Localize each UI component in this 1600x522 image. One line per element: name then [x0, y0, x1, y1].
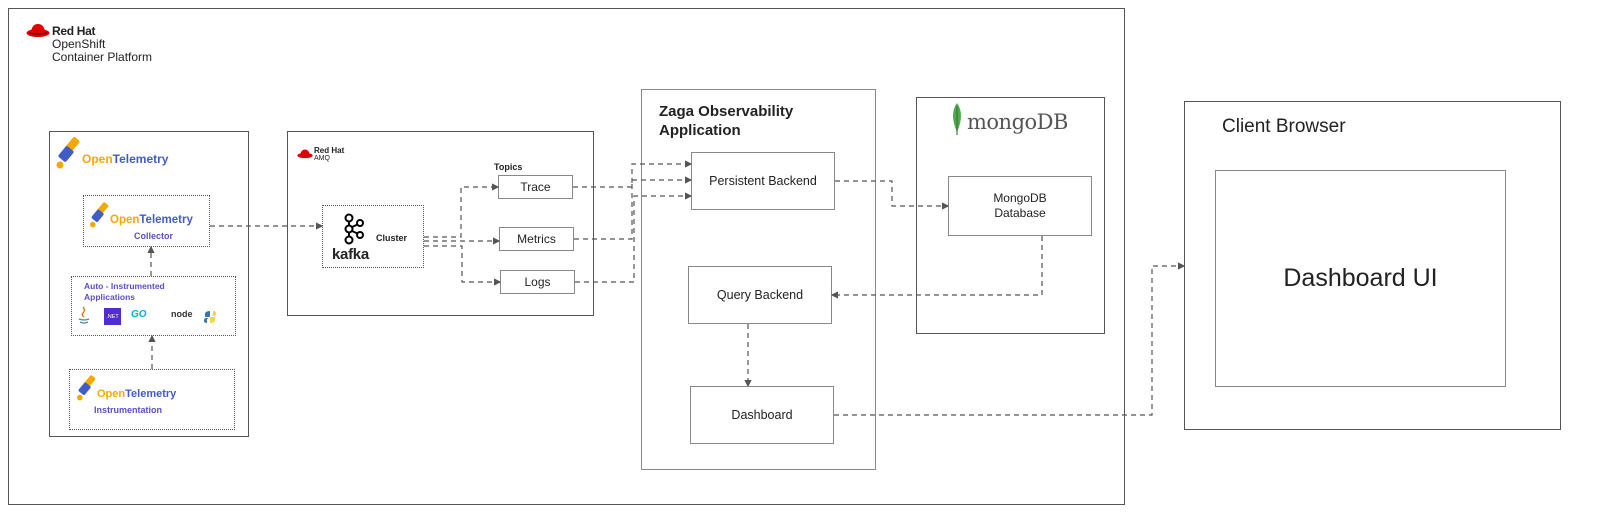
collector-label: Collector: [134, 231, 174, 241]
instrumentation-telescope-icon: [75, 372, 99, 409]
mongodb-database-label: MongoDB Database: [993, 191, 1047, 220]
dashboard-ui[interactable]: Dashboard UI: [1215, 170, 1506, 387]
kafka-cluster-box[interactable]: [322, 205, 424, 268]
instrumentation-tel: Telemetry: [125, 388, 177, 400]
instrumentation-label: Instrumentation: [94, 405, 163, 415]
otel-telescope-icon: [54, 135, 84, 176]
topic-trace-label: Trace: [520, 180, 551, 194]
amq-redhat-icon: [297, 146, 313, 164]
mongodb-leaf-icon: [948, 102, 966, 141]
client-browser-title: Client Browser: [1222, 116, 1346, 137]
python-icon: [203, 310, 217, 329]
java-icon: [77, 306, 91, 331]
persistent-backend-label: Persistent Backend: [709, 174, 817, 188]
collector-logo-text: OpenTelemetry: [110, 214, 193, 226]
node-icon: node: [171, 309, 193, 319]
topic-logs[interactable]: Logs: [500, 270, 575, 294]
otel-instrumentation-box[interactable]: [69, 369, 235, 430]
otel-logo-text: OpenTelemetry: [82, 152, 168, 166]
otel-logo-open: Open: [82, 152, 113, 166]
platform-line2: Container Platform: [52, 50, 153, 64]
collector-open: Open: [110, 214, 140, 226]
kafka-icon: [342, 213, 364, 250]
dashboard-service-label: Dashboard: [731, 408, 793, 422]
node-text: node: [171, 309, 193, 319]
otel-logo-tel: Telemetry: [112, 152, 169, 166]
amq-brand: Red Hat: [314, 146, 345, 155]
mongodb-logo-text: mongoDB: [967, 110, 1068, 134]
query-backend[interactable]: Query Backend: [688, 266, 832, 324]
cluster-label: Cluster: [376, 233, 408, 243]
topic-trace[interactable]: Trace: [498, 175, 573, 199]
auto-instrumented-box[interactable]: [71, 276, 236, 336]
zaga-title: Zaga Observability Application: [659, 103, 794, 139]
dashboard-service[interactable]: Dashboard: [690, 386, 834, 444]
go-icon: GO: [131, 309, 147, 320]
platform-line1: OpenShift: [52, 37, 106, 51]
dotnet-icon: .NET: [104, 308, 121, 325]
platform-brand: Red Hat: [52, 24, 96, 38]
query-backend-label: Query Backend: [716, 288, 804, 302]
persistent-backend[interactable]: Persistent Backend: [691, 152, 835, 210]
amq-product: AMQ: [314, 155, 330, 162]
topic-logs-label: Logs: [524, 275, 551, 289]
topics-label: Topics: [494, 162, 523, 172]
go-text: GO: [131, 309, 147, 320]
topic-metrics-label: Metrics: [517, 232, 556, 246]
dashboard-ui-label: Dashboard UI: [1283, 264, 1438, 292]
instrumentation-logo-text: OpenTelemetry: [97, 388, 176, 400]
auto-instrumented-label: Auto - Instrumented Applications: [84, 281, 165, 302]
topic-metrics[interactable]: Metrics: [499, 227, 574, 251]
collector-telescope-icon: [88, 199, 112, 236]
instrumentation-open: Open: [97, 388, 126, 400]
collector-tel: Telemetry: [139, 214, 193, 226]
dotnet-text: .NET: [106, 313, 119, 320]
redhat-hat-icon: [26, 22, 50, 43]
kafka-label: kafka: [332, 246, 369, 263]
mongodb-database[interactable]: MongoDB Database: [948, 176, 1092, 236]
